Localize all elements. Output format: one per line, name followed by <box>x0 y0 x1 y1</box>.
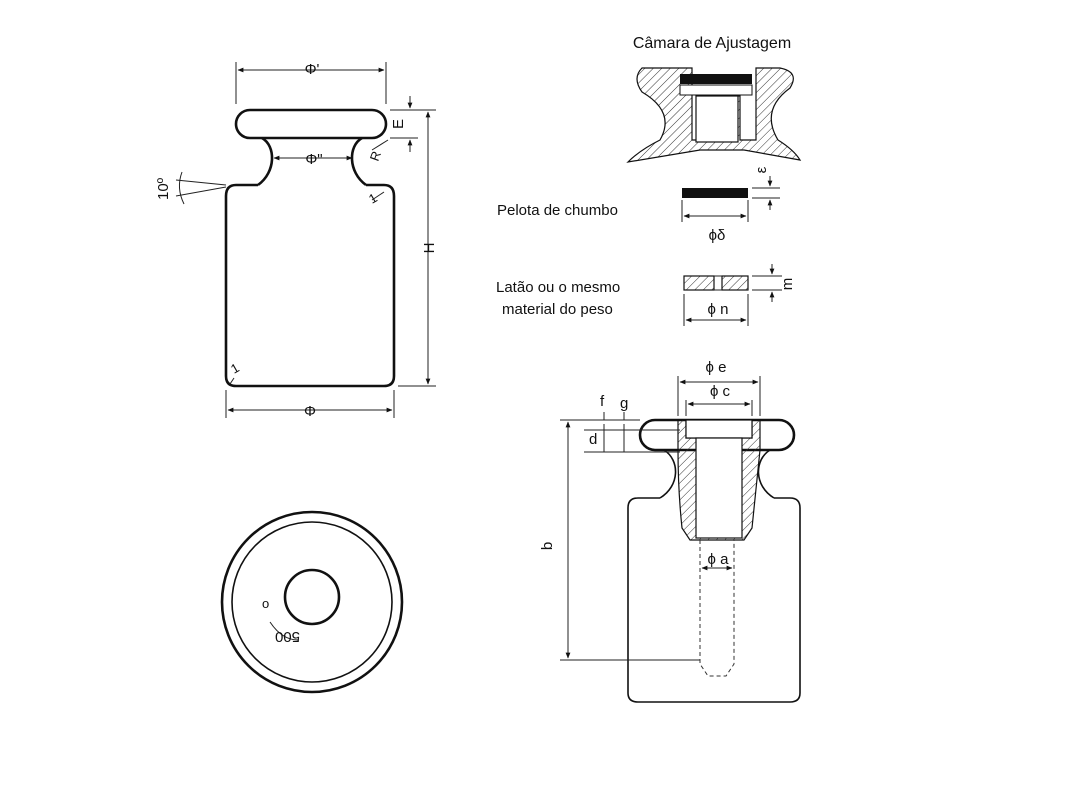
knob-circle <box>283 568 341 626</box>
dim-phi-delta: ϕδ <box>709 227 726 244</box>
dim-m: m <box>779 278 796 291</box>
dim-phi-e: ϕ e <box>706 359 727 376</box>
knob-top <box>234 108 388 140</box>
dim-R: R <box>367 149 384 163</box>
dim-phi-c: ϕ c <box>710 383 731 400</box>
adjustment-chamber: Câmara de Ajustagem <box>626 35 802 163</box>
dim-g: g <box>620 395 628 412</box>
dim-phi-double: Φ" <box>305 151 322 168</box>
mass-mark: o <box>262 596 269 611</box>
brass-disc: Latão ou o mesmo material do peso ϕ n m <box>496 264 796 326</box>
disc-label-1: Latão ou o mesmo <box>496 279 620 296</box>
dim-radius-top: 1 <box>366 190 380 207</box>
dim-d: d <box>589 431 597 448</box>
chamber-title: Câmara de Ajustagem <box>633 35 791 52</box>
pellet-label: Pelota de chumbo <box>497 202 618 219</box>
inner-circle <box>231 521 393 683</box>
dim-phi-n: ϕ n <box>708 301 729 318</box>
dim-phi: Φ <box>304 403 316 420</box>
dim-phi-prime: Φ' <box>305 61 320 78</box>
mass-label: 500 <box>275 628 300 645</box>
dim-b: b <box>539 542 556 550</box>
body <box>224 183 396 388</box>
dim-E: E <box>390 119 407 129</box>
outer-circle <box>220 510 404 694</box>
dim-epsilon: ε <box>753 166 770 173</box>
dim-H: H <box>421 243 438 254</box>
chamber-lead-shot <box>680 74 752 84</box>
dim-radius-bottom: 1 <box>228 360 242 377</box>
weight-section-view: ϕ e ϕ c f g d b ϕ a <box>539 359 801 703</box>
pellet-shape <box>682 188 748 198</box>
lead-pellet: Pelota de chumbo ϕδ ε <box>497 166 780 244</box>
disc-label-2: material do peso <box>502 301 613 318</box>
dim-angle: 10º <box>155 177 172 200</box>
weight-side-view: Φ' Φ" R E H Φ 10º 1 1 <box>155 61 438 420</box>
dim-f: f <box>600 393 605 410</box>
dim-phi-a: ϕ a <box>708 551 730 568</box>
weight-top-view: 500 o <box>220 510 404 694</box>
